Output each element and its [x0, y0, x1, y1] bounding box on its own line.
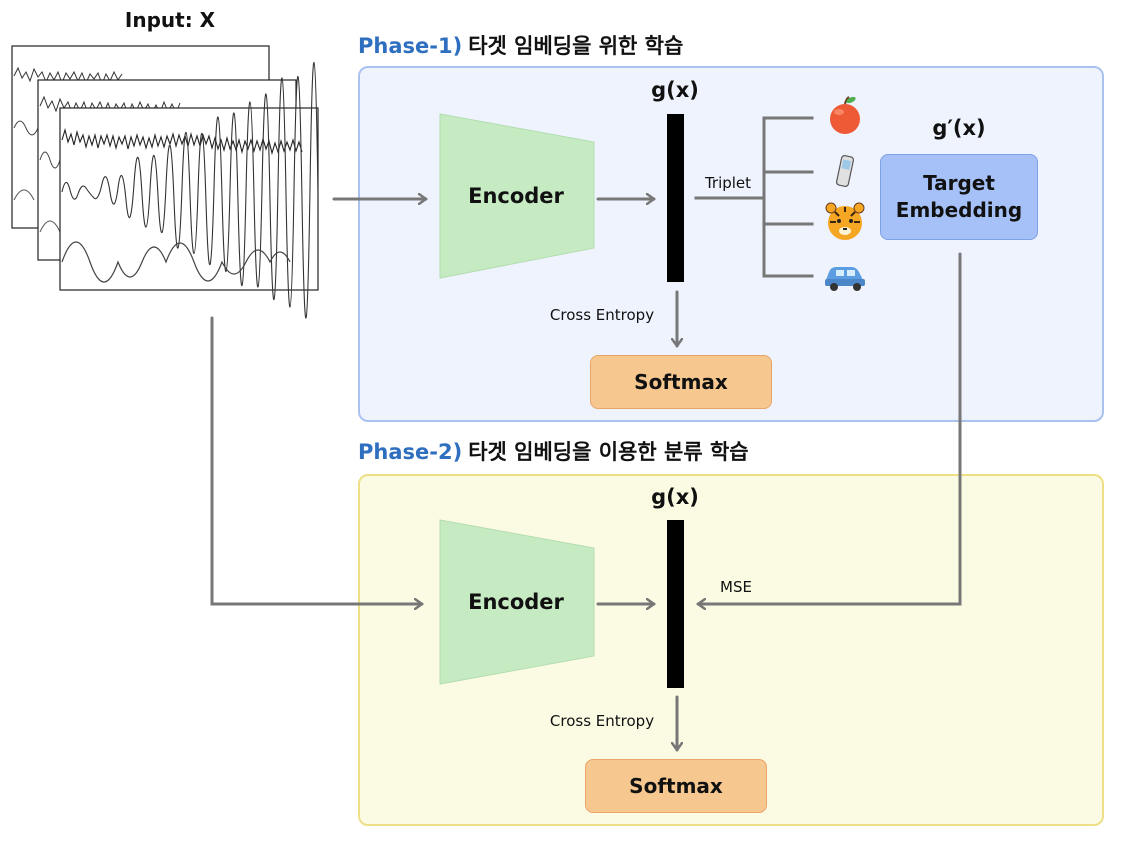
- triplet-bracket: [694, 116, 814, 278]
- phase1-softmax-label: Softmax: [634, 370, 728, 394]
- phase2-title-text: 타겟 임베딩을 이용한 분류 학습: [468, 440, 749, 464]
- signal-panel-front: [59, 107, 319, 291]
- signal-wave-front-2: [61, 62, 319, 319]
- signal-wave-front-3: [61, 241, 291, 283]
- phase2-title: Phase-2)타겟 임베딩을 이용한 분류 학습: [358, 436, 749, 466]
- signal-wave-front-1: [61, 127, 303, 156]
- phase1-tag: Phase-1): [358, 34, 463, 58]
- signal-wave-back-1: [13, 66, 123, 86]
- phase1-embedding-label: g(x): [651, 78, 699, 102]
- phase2-cross-entropy-label: Cross Entropy: [549, 712, 655, 730]
- phase1-cross-entropy-label: Cross Entropy: [549, 306, 655, 324]
- mobile-phone-icon: [835, 155, 855, 187]
- phase2-softmax-label: Softmax: [629, 774, 723, 798]
- target-embedding-line1: Target: [923, 171, 995, 195]
- signal-wave-middle-3: [39, 220, 61, 233]
- target-embedding-label: g′(x): [932, 116, 986, 140]
- input-to-phase2-arrow: [210, 316, 424, 604]
- tiger-face-icon: [825, 202, 865, 240]
- target-to-phase2-mse-arrow: [696, 252, 962, 604]
- mse-label: MSE: [720, 578, 752, 596]
- triplet-label: Triplet: [704, 174, 752, 192]
- phase2-encoder-label: Encoder: [468, 590, 564, 614]
- phase1-title-text: 타겟 임베딩을 위한 학습: [468, 34, 684, 58]
- apple-icon: [830, 96, 860, 134]
- phase1-encoder-shape: [439, 113, 595, 279]
- phase2-encoder-shape: [439, 519, 595, 685]
- phase1-encoder-label: Encoder: [468, 184, 564, 208]
- car-icon: [825, 267, 865, 291]
- phase2-softmax-box: Softmax: [585, 759, 767, 813]
- phase2-embedding-bar: [667, 520, 684, 688]
- phase2-tag: Phase-2): [358, 440, 463, 464]
- phase1-softmax-box: Softmax: [590, 355, 772, 409]
- input-label: Input: X: [124, 8, 216, 32]
- phase1-title: Phase-1)타겟 임베딩을 위한 학습: [358, 30, 683, 60]
- phase1-embedding-bar: [667, 114, 684, 282]
- signal-wave-back-3: [13, 189, 35, 201]
- input-signal-stack: [11, 45, 319, 319]
- target-embedding-line2: Embedding: [895, 198, 1023, 222]
- phase2-embedding-label: g(x): [651, 485, 699, 509]
- target-embedding-box: Target Embedding: [880, 154, 1038, 240]
